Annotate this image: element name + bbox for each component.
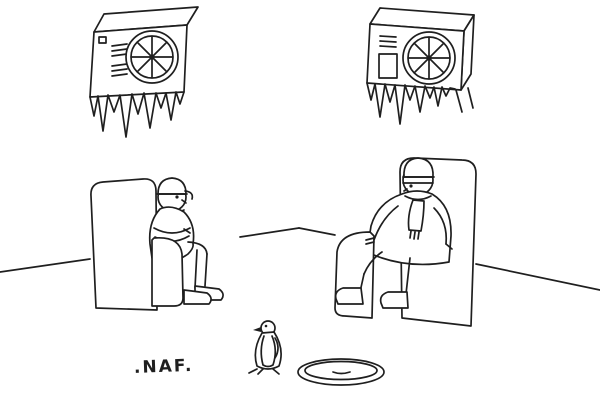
ac-left-control-button	[98, 36, 107, 44]
person-left-boot-back	[183, 289, 212, 305]
fan-ring	[407, 36, 451, 80]
icicles-right	[366, 82, 456, 125]
bowl-outer-rim	[297, 358, 385, 386]
hat-dome	[157, 177, 187, 195]
hat-dome	[403, 157, 434, 178]
fan-blades	[408, 37, 450, 79]
person-right-boot-right	[379, 291, 409, 309]
armchair-left-armrest	[151, 236, 184, 307]
pet-bowl	[297, 358, 385, 386]
person-left-shin-back	[194, 249, 198, 289]
person-right-legs	[334, 237, 411, 309]
person-left-eye	[175, 195, 179, 199]
penguin-eye	[264, 324, 268, 328]
person-right-eye	[409, 184, 413, 188]
room-corner-lines	[0, 227, 600, 291]
air-conditioner-right	[366, 7, 475, 125]
armchair-right-armrest	[334, 231, 375, 319]
penguin-wing	[274, 337, 279, 359]
penguin-beak	[253, 327, 261, 332]
person-right-scarf	[404, 195, 432, 240]
artist-signature: .NAF.	[134, 356, 194, 378]
person-right-hand	[365, 237, 375, 245]
ink-layer: .NAF.	[0, 6, 600, 386]
ac-right-legs	[455, 87, 474, 113]
floor-line-left	[0, 258, 91, 273]
icicles-left	[89, 91, 185, 138]
winter-hat-right	[402, 157, 435, 184]
person-right-boot-left	[334, 287, 364, 305]
fan-hub	[426, 55, 432, 61]
fan-hub	[149, 54, 155, 60]
bowl-inner-rim	[304, 360, 378, 381]
floor-line-right	[475, 263, 600, 291]
person-right-nose	[403, 188, 408, 192]
floor-line-center-right	[298, 227, 336, 236]
floor-line-center-left	[239, 227, 300, 238]
fan-blades	[131, 36, 173, 78]
fan-ring	[130, 35, 174, 79]
person-right-shin-right	[405, 257, 411, 295]
penguin-belly	[260, 335, 277, 368]
ac-right-vent-lines	[379, 35, 397, 48]
person-left-shin-front	[204, 253, 208, 287]
bowl-inner-mark	[332, 371, 351, 375]
person-left-thigh	[187, 241, 208, 255]
air-conditioner-left	[89, 6, 199, 138]
penguin-feet	[248, 368, 280, 375]
ac-left-vent-lines	[111, 43, 128, 77]
person-left-nose	[181, 199, 187, 204]
person-right-thigh	[363, 251, 383, 275]
person-right-arms	[373, 205, 453, 250]
winter-hat-left	[156, 177, 194, 200]
ac-left-fan	[125, 30, 179, 84]
ac-right-panel	[378, 53, 398, 79]
ac-right-fan	[402, 31, 456, 85]
armchair-left-back	[90, 178, 158, 311]
penguin	[248, 320, 282, 375]
hat-visor	[184, 190, 194, 200]
scarf-tail	[407, 199, 425, 232]
person-left-legs	[183, 241, 224, 305]
armchair-left	[90, 178, 158, 311]
person-right	[366, 157, 453, 266]
